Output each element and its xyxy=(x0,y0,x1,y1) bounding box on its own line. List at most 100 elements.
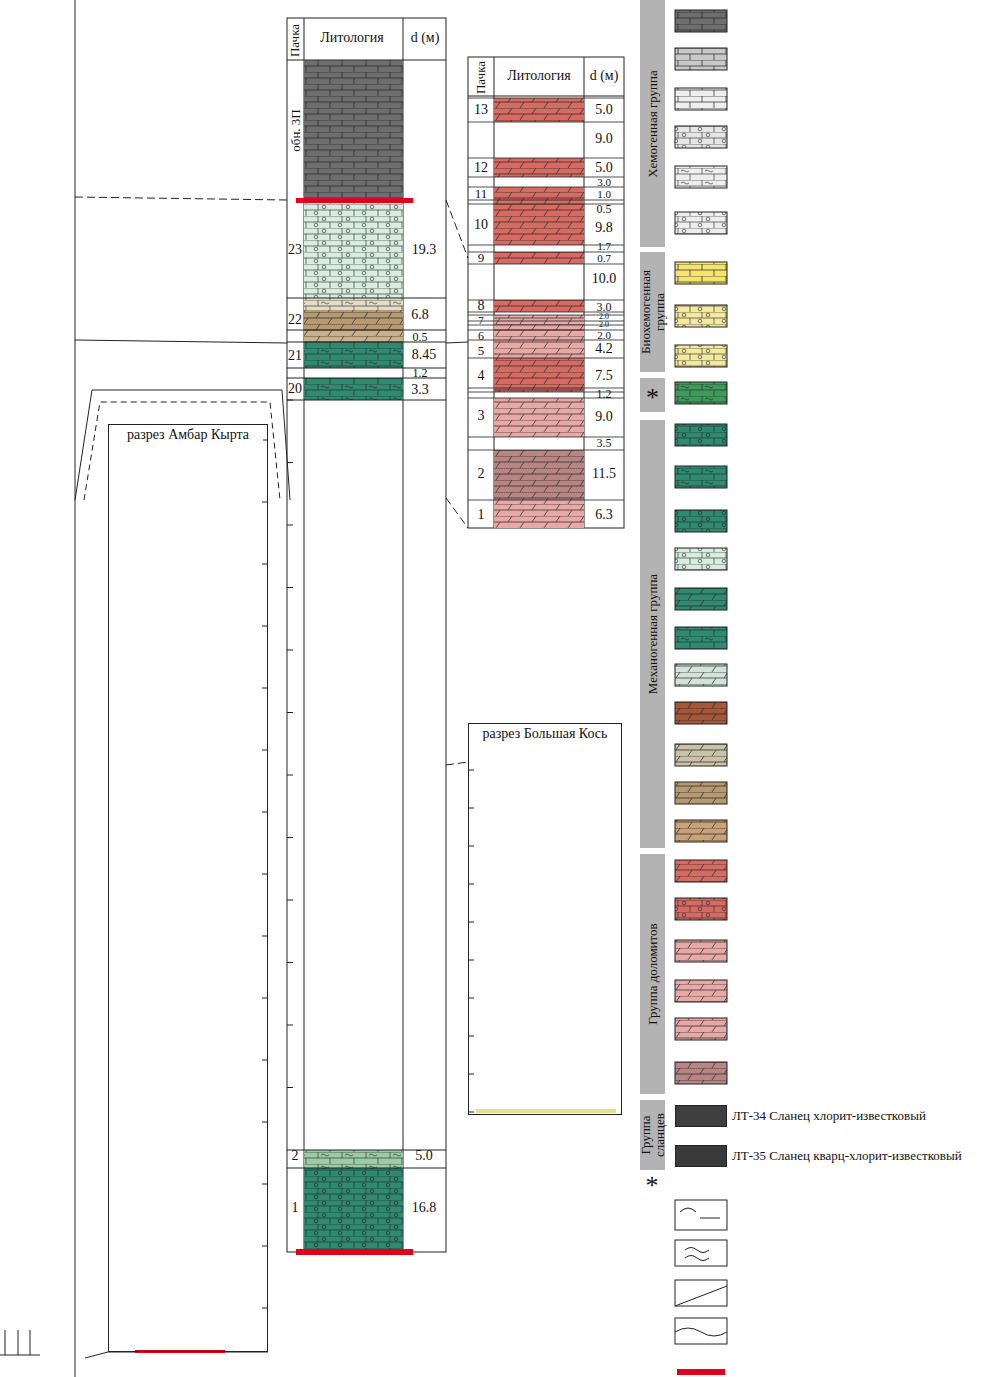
column-header: обн. 3П xyxy=(289,109,302,151)
litho-stroke xyxy=(468,450,624,451)
litho-stroke xyxy=(287,1168,446,1169)
legend-sample xyxy=(675,126,727,148)
litho-layer xyxy=(304,310,403,330)
column-value: 0.7 xyxy=(597,253,611,264)
litho-stroke xyxy=(468,122,624,123)
legend-pattern xyxy=(675,88,727,110)
group-band: Биохемогенная группа xyxy=(640,252,665,372)
column-value: 2 xyxy=(292,1149,299,1163)
litho-stroke xyxy=(287,1087,293,1088)
column-value: 3.0 xyxy=(597,301,612,313)
column-value: 9.8 xyxy=(595,221,613,235)
legend-sample xyxy=(675,744,727,766)
litho-stroke xyxy=(287,400,446,401)
column-value: 7.5 xyxy=(595,369,613,383)
column-value: 5.0 xyxy=(595,161,613,175)
legend-sample xyxy=(675,305,727,327)
section-title: разрез Амбар Кырта xyxy=(113,427,263,443)
legend-sample xyxy=(675,48,727,70)
legend-sample xyxy=(675,345,727,367)
column-value: 5.0 xyxy=(415,1149,433,1163)
legend-sample xyxy=(675,262,727,284)
group-title: Механогенная группа xyxy=(646,424,660,844)
litho-stroke xyxy=(468,158,624,159)
legend-sample xyxy=(675,980,727,1002)
column-value: 3.3 xyxy=(411,383,429,397)
column-value: 20 xyxy=(288,382,302,396)
section-box: разрез Амбар Кырта xyxy=(108,424,268,1352)
litho-stroke xyxy=(287,650,293,651)
column-value: 1 xyxy=(292,1201,299,1215)
legend-pattern xyxy=(675,548,727,570)
litho-pattern xyxy=(304,203,403,298)
litho-layer xyxy=(494,98,584,122)
legend-sample xyxy=(675,664,727,686)
litho-layer xyxy=(494,450,584,500)
group-title: Группа сланцев xyxy=(639,1104,666,1166)
column-value: 6.8 xyxy=(411,308,429,322)
group-band: Группа доломитов xyxy=(640,854,665,1094)
group-title: Биохемогенная группа xyxy=(639,256,666,368)
legend-sample xyxy=(675,88,727,110)
column-value: 1.2 xyxy=(597,388,612,400)
legend-sample xyxy=(675,627,727,649)
litho-layer xyxy=(494,398,584,437)
column-value: 19.3 xyxy=(412,243,437,257)
section-box: разрез Большая Кось xyxy=(468,723,622,1115)
legend-pattern xyxy=(675,166,727,188)
litho-pattern xyxy=(494,98,584,122)
litho-layer xyxy=(494,158,584,177)
litho-layer xyxy=(494,358,584,392)
column-value: 12 xyxy=(474,161,488,175)
section-title: разрез Большая Кось xyxy=(473,726,617,742)
litho-pattern xyxy=(494,358,584,392)
litho-pattern xyxy=(304,60,403,198)
litho-layer xyxy=(304,330,403,342)
legend-pattern xyxy=(675,782,727,804)
litho-layer xyxy=(304,203,403,298)
group-title: * xyxy=(646,384,659,411)
legend-sample xyxy=(675,782,727,804)
litho-layer xyxy=(304,378,403,400)
column-value: 13 xyxy=(474,103,488,117)
legend-swatch xyxy=(675,1145,727,1167)
legend-pattern xyxy=(675,212,727,234)
legend-pattern xyxy=(675,627,727,649)
litho-stroke xyxy=(287,962,293,963)
litho-pattern xyxy=(494,330,584,340)
group-title: Хемогенная группа xyxy=(646,4,660,243)
group-band: Хемогенная группа xyxy=(640,0,665,247)
litho-layer xyxy=(494,330,584,340)
legend-pattern xyxy=(675,424,727,446)
litho-layer xyxy=(304,342,403,368)
column-value: Литология xyxy=(507,69,570,83)
column-value: 10 xyxy=(474,218,488,232)
litho-layer xyxy=(494,300,584,312)
group-band: Группа сланцев xyxy=(640,1100,665,1170)
column-value: d (м) xyxy=(411,31,440,45)
column-header: Пачка xyxy=(474,60,487,93)
column-value: Литология xyxy=(320,31,383,45)
legend-pattern xyxy=(675,860,727,882)
legend-pattern xyxy=(675,48,727,70)
legend-sample xyxy=(675,940,727,962)
column-value: 10.0 xyxy=(592,272,617,286)
group-band: Механогенная группа xyxy=(640,420,665,848)
litho-pattern xyxy=(494,315,584,325)
litho-pattern xyxy=(494,158,584,177)
column-value: 1.0 xyxy=(597,189,611,200)
legend-sample xyxy=(675,424,727,446)
column-value: 2.0 xyxy=(599,321,609,329)
column-value: 16.8 xyxy=(412,1201,437,1215)
column-value: 8.45 xyxy=(412,348,437,362)
legend-pattern xyxy=(675,702,727,724)
legend-pattern xyxy=(675,980,727,1002)
litho-pattern xyxy=(494,450,584,500)
litho-pattern xyxy=(304,1168,403,1249)
column-value: 21 xyxy=(288,349,302,363)
legend-swatch xyxy=(675,1105,727,1127)
legend-pattern xyxy=(675,126,727,148)
legend-sample xyxy=(675,382,727,404)
